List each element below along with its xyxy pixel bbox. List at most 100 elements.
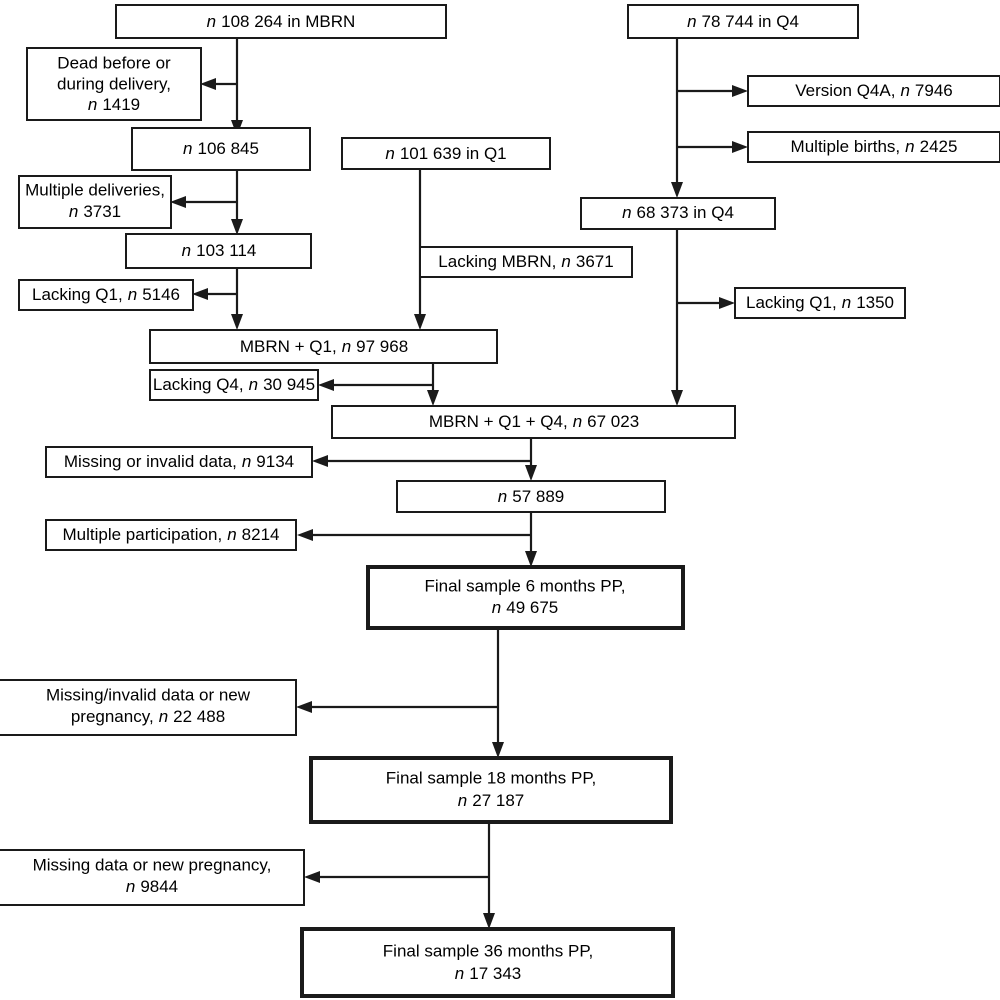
node-missing-invalid-or-new-pregnancy-rect[interactable] <box>0 679 297 736</box>
node-lacking-q4-rect[interactable] <box>149 369 319 401</box>
arrow-head-icon <box>671 182 683 198</box>
node-lacking-q1-b-rect[interactable] <box>734 287 906 319</box>
arrow-head-icon <box>732 85 748 97</box>
node-final-sample-6m-rect[interactable] <box>366 565 685 630</box>
node-lacking-q1-a-rect[interactable] <box>18 279 194 311</box>
node-mbrn-total-rect[interactable] <box>115 4 447 39</box>
node-final-sample-36m-line1: Final sample 36 months PP, <box>383 941 593 960</box>
arrow-head-icon <box>732 141 748 153</box>
node-missing-data-or-new-pregnancy-line1: Missing data or new pregnancy, <box>33 855 272 874</box>
arrow-head-icon <box>525 551 537 567</box>
node-missing-invalid-data-rect[interactable] <box>45 446 313 478</box>
node-final-sample-18m-line1: Final sample 18 months PP, <box>386 768 596 787</box>
node-missing-data-or-new-pregnancy-rect[interactable] <box>0 849 305 906</box>
arrow-head-icon <box>492 742 504 758</box>
node-multiple-participation-rect[interactable] <box>45 519 297 551</box>
connectors <box>170 38 748 929</box>
arrow-head-icon <box>318 379 334 391</box>
arrow-head-icon <box>304 871 320 883</box>
node-mbrn-q1-rect[interactable] <box>149 329 498 364</box>
node-n57889-rect[interactable] <box>396 480 666 513</box>
node-multiple-deliveries-line1: Multiple deliveries, <box>25 180 165 199</box>
arrow-head-icon <box>192 288 208 300</box>
arrow-head-icon <box>427 390 439 406</box>
node-n68373-rect[interactable] <box>580 197 776 230</box>
arrow-head-icon <box>312 455 328 467</box>
arrow-head-icon <box>414 314 426 330</box>
node-final-sample-18m-rect[interactable] <box>309 756 673 824</box>
node-dead-before-delivery-rect[interactable] <box>26 47 202 121</box>
node-dead-before-delivery-line1: Dead before or <box>57 53 171 72</box>
node-q4-total-rect[interactable] <box>627 4 859 39</box>
arrow-head-icon <box>525 465 537 481</box>
node-n103114-rect[interactable] <box>125 233 312 269</box>
arrow-head-icon <box>231 314 243 330</box>
node-q1-total-rect[interactable] <box>341 137 551 170</box>
arrow-head-icon <box>297 529 313 541</box>
arrow-head-icon <box>231 219 243 235</box>
arrow-head-icon <box>170 196 186 208</box>
arrow-head-icon <box>296 701 312 713</box>
node-n106845-rect[interactable] <box>131 127 311 171</box>
node-missing-invalid-or-new-pregnancy-line1: Missing/invalid data or new <box>46 685 251 704</box>
node-version-q4a-rect[interactable] <box>747 75 1000 107</box>
arrow-head-icon <box>200 78 216 90</box>
arrow-head-icon <box>719 297 735 309</box>
arrow-head-icon <box>483 913 495 929</box>
arrow-head-icon <box>671 390 683 406</box>
node-final-sample-36m-rect[interactable] <box>300 927 675 998</box>
node-lacking-mbrn-rect[interactable] <box>419 246 633 278</box>
node-multiple-births-rect[interactable] <box>747 131 1000 163</box>
node-multiple-deliveries-rect[interactable] <box>18 175 172 229</box>
node-mbrn-q1-q4-rect[interactable] <box>331 405 736 439</box>
